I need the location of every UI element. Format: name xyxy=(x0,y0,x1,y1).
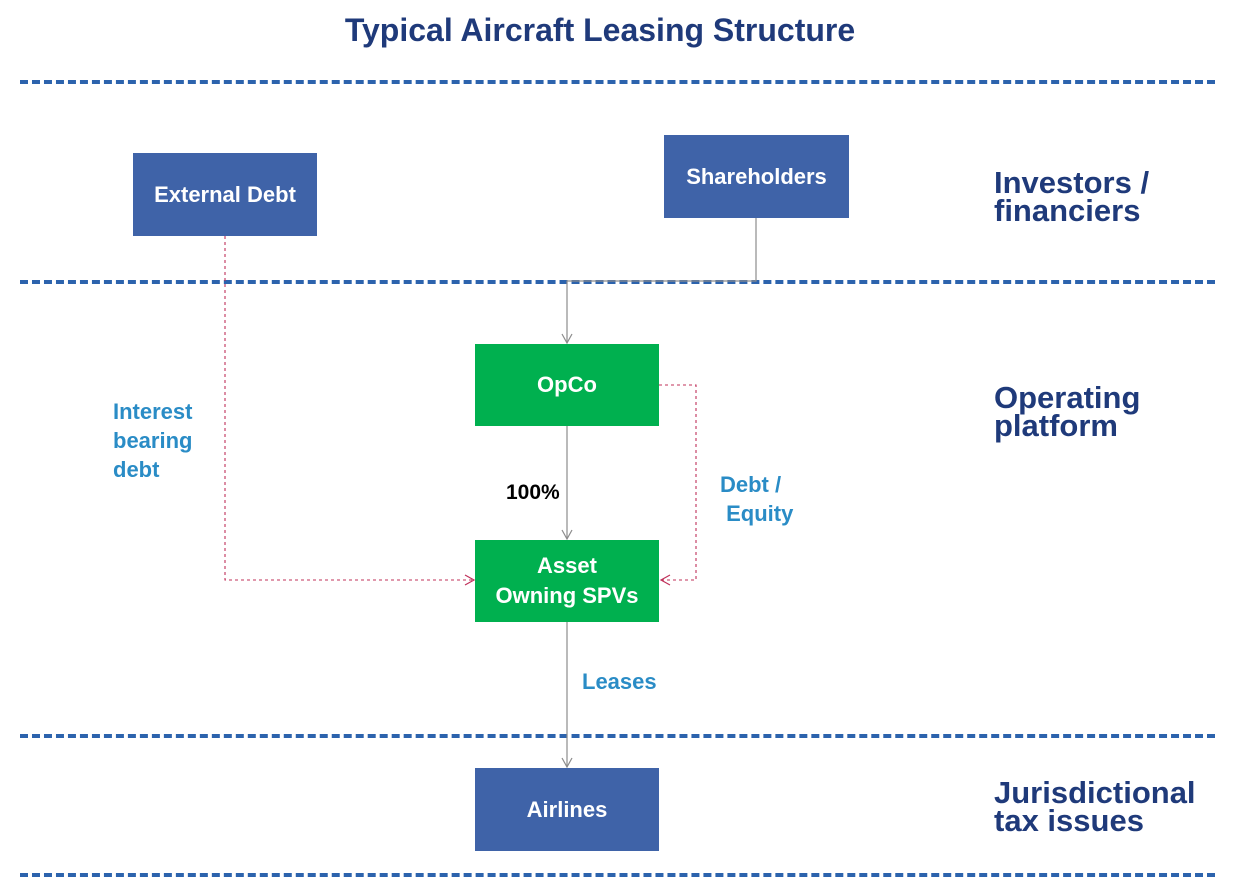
shareholders-to-opco-connector xyxy=(561,218,757,345)
airlines-node: Airlines xyxy=(475,768,659,851)
zone-divider-bottom xyxy=(20,873,1215,877)
diagram-title: Typical Aircraft Leasing Structure xyxy=(344,12,856,48)
zone-divider-top xyxy=(20,80,1215,84)
ownership-percentage-label: 100% xyxy=(506,481,560,504)
leases-label: Leases xyxy=(582,669,657,694)
zone-label-investors-financiers: Investors / financiers xyxy=(994,165,1150,228)
asset-owning-spvs-node: Asset Owning SPVs xyxy=(475,540,659,622)
zone-label-jurisdictional-tax-issues: Jurisdictional tax issues xyxy=(994,775,1196,838)
shareholders-node: Shareholders xyxy=(664,135,849,218)
zone-label-operating-platform: Operating platform xyxy=(994,380,1141,443)
zone-divider-investors-platform xyxy=(20,280,1215,284)
external-debt-to-spvs-connector xyxy=(224,236,476,586)
interest-bearing-debt-label: Interest bearing debt xyxy=(113,399,193,482)
opco-node: OpCo xyxy=(475,344,659,426)
zone-divider-platform-tax xyxy=(20,734,1215,738)
debt-equity-label: Debt / Equity xyxy=(720,472,794,526)
external-debt-node: External Debt xyxy=(133,153,317,236)
opco-to-spvs-debt-equity-connector xyxy=(659,384,697,586)
